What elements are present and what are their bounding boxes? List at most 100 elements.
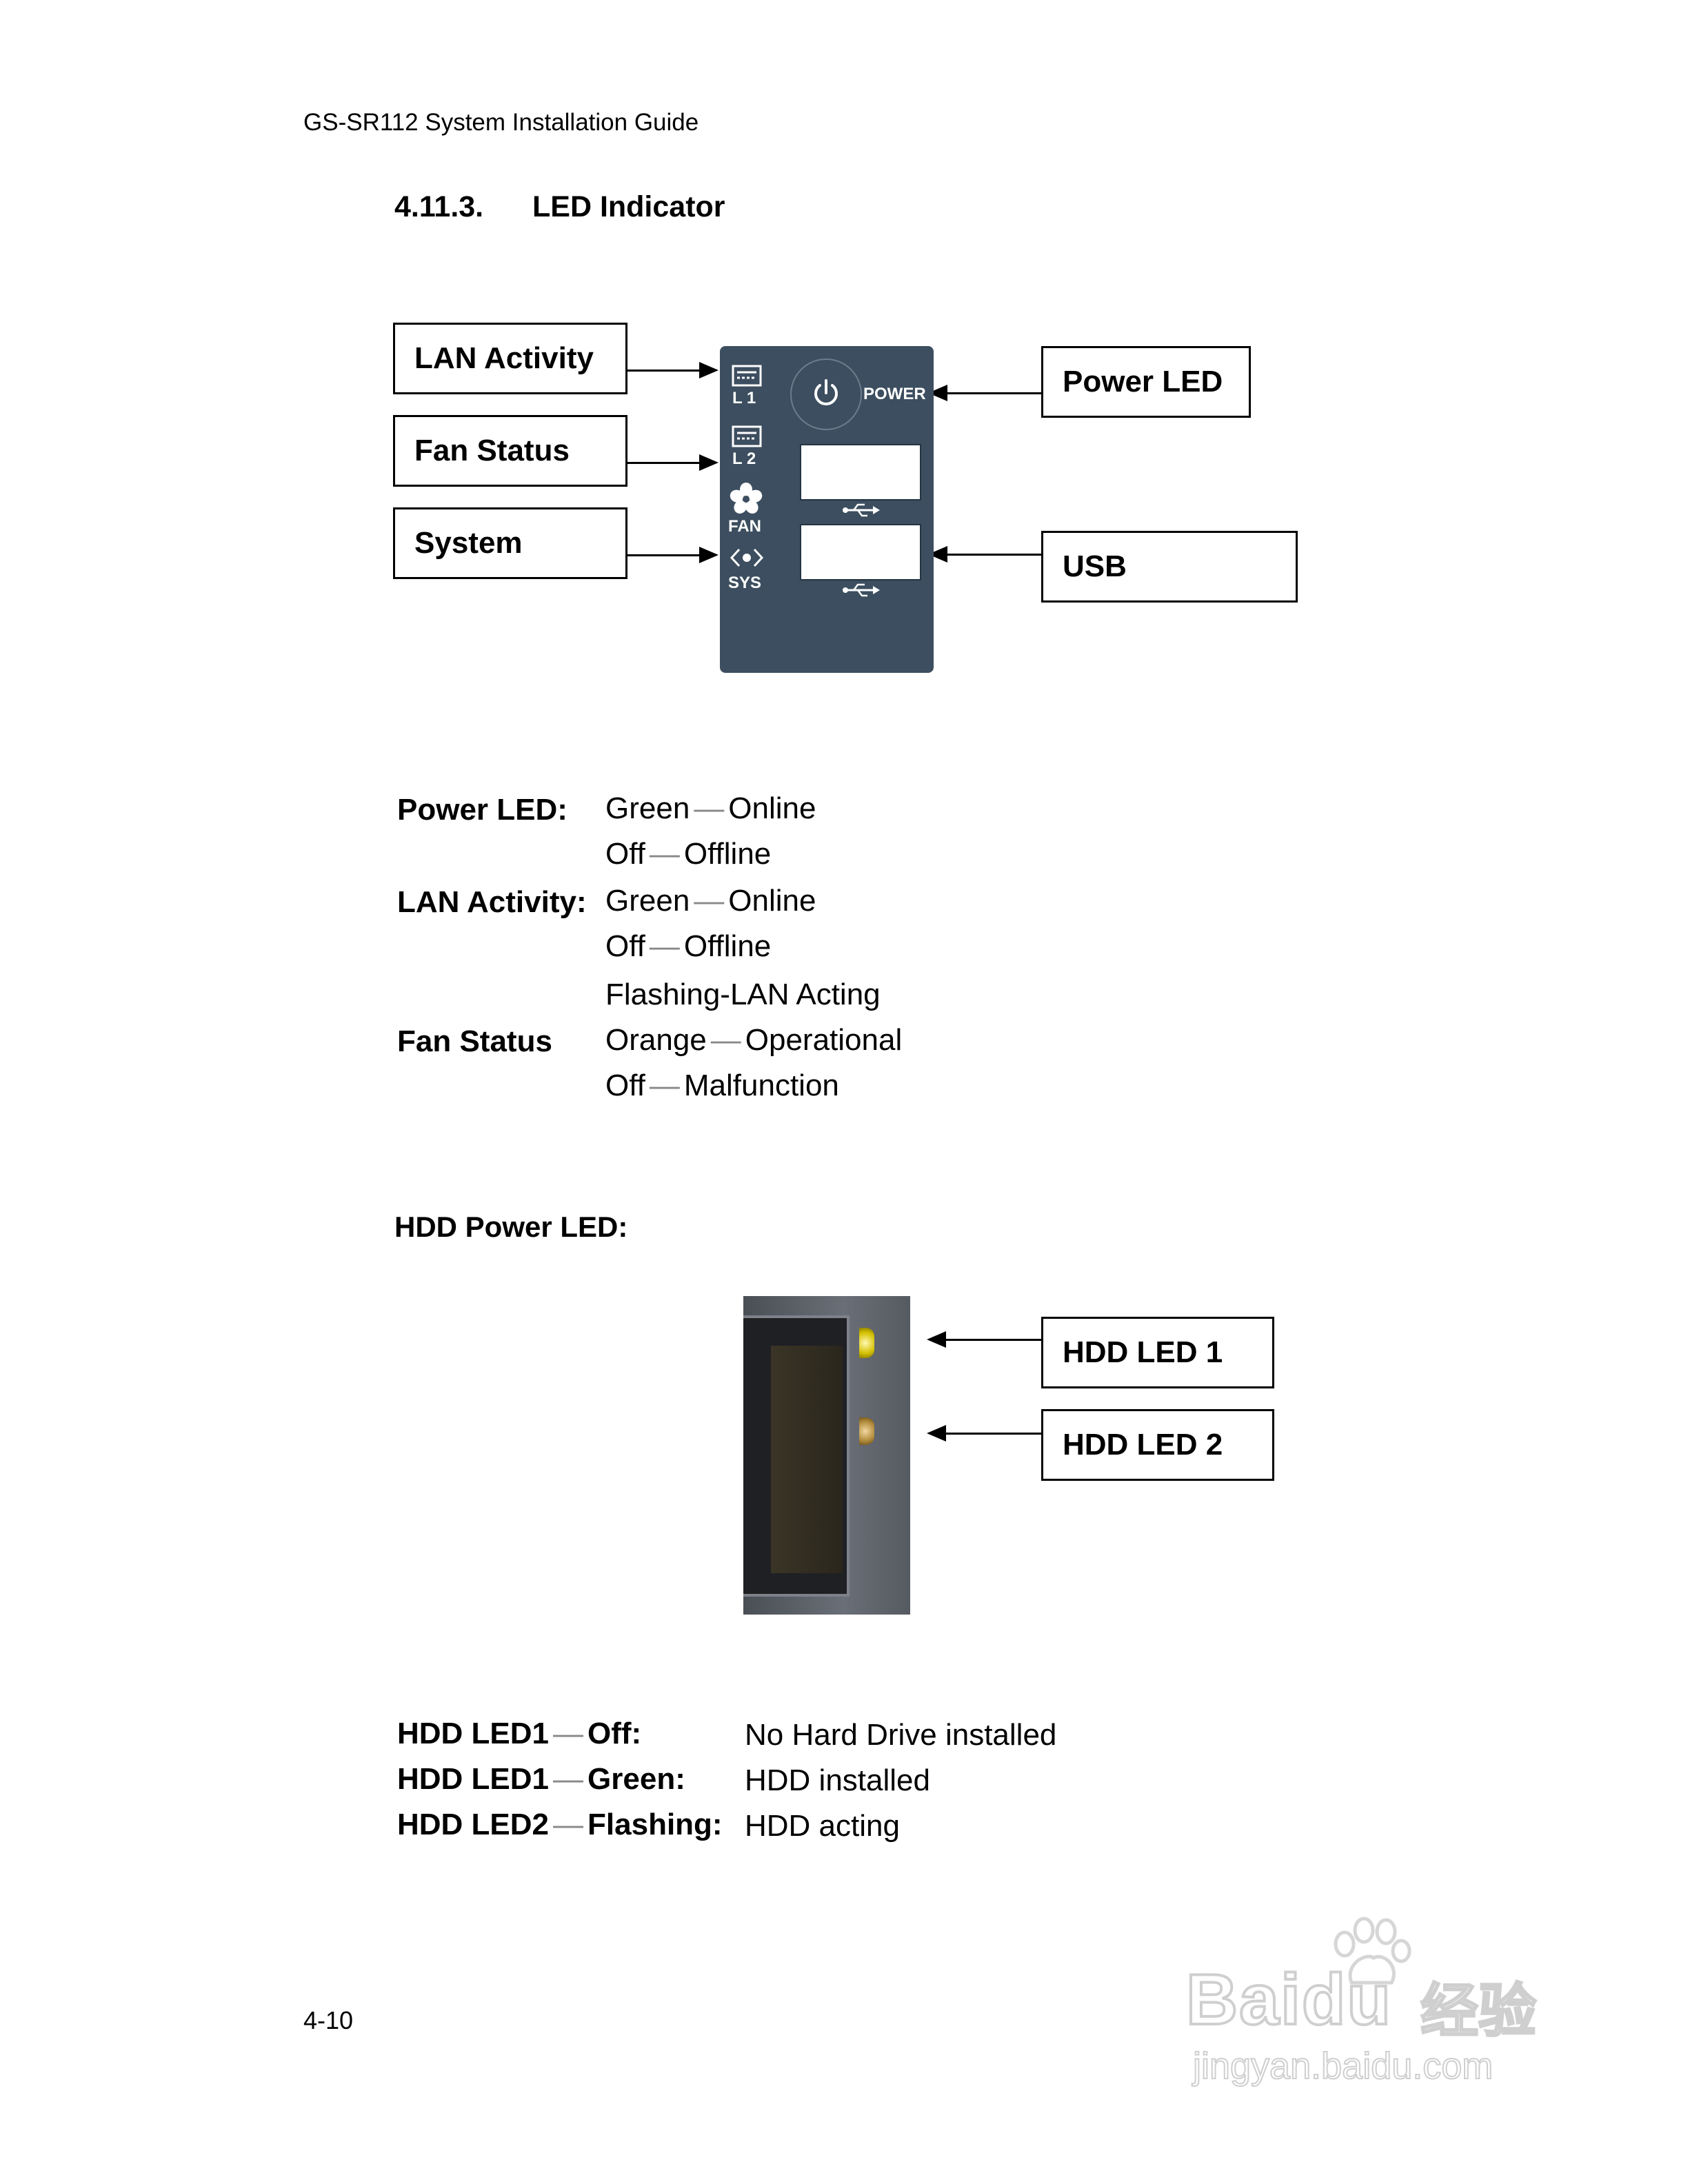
watermark-url: jingyan.baidu.com <box>1192 2045 1494 2087</box>
hdd-led-1-light <box>859 1328 874 1358</box>
arrow-line-fan <box>627 462 701 464</box>
fan-icon <box>730 483 763 514</box>
callout-lan-activity-label: LAN Activity <box>414 341 594 375</box>
callout-fan-status-label: Fan Status <box>414 434 570 467</box>
dash: — <box>710 1023 741 1057</box>
arrow-head-hdd-led-2 <box>927 1425 946 1442</box>
lan-activity-key: LAN Activity: <box>397 885 587 919</box>
section-title: LED Indicator <box>532 190 725 223</box>
hdd-row-3-key: HDD LED2—Flashing: <box>397 1808 723 1842</box>
lan-state: Green <box>605 884 690 918</box>
lan1-port-icon <box>732 365 762 387</box>
dash: — <box>553 1808 584 1841</box>
power-icon <box>814 379 838 405</box>
section-number: 4.11.3. <box>394 190 484 223</box>
hdd-row-2-key: HDD LED1—Green: <box>397 1762 685 1797</box>
lan2-port-icon <box>732 425 762 447</box>
callout-usb-label: USB <box>1063 549 1127 583</box>
page-number: 4-10 <box>303 2006 354 2034</box>
hdd-led-2-light <box>859 1417 874 1445</box>
fan-label: FAN <box>728 517 761 536</box>
dash: — <box>649 1069 680 1102</box>
power-led-line-1: Green—Online <box>605 791 816 826</box>
arrow-line-lan <box>627 370 701 372</box>
fan-state: Orange <box>605 1023 707 1057</box>
usb-icon-2 <box>843 583 880 597</box>
callout-system: System <box>393 507 627 579</box>
fan-state: Off <box>605 1069 645 1102</box>
dash: — <box>553 1717 584 1750</box>
arrow-line-hdd-led-1 <box>945 1339 1041 1341</box>
callout-hdd-led-2: HDD LED 2 <box>1041 1409 1274 1481</box>
dash: — <box>649 837 680 871</box>
arrow-line-system <box>627 554 701 556</box>
lan1-label: L 1 <box>732 389 756 407</box>
arrow-head-fan <box>699 454 719 471</box>
usb-port-1[interactable] <box>800 444 921 501</box>
led-panel: L 1 L 2 FAN SYS <box>720 346 934 673</box>
baidu-watermark: Baidu 经验 jingyan.baidu.com <box>1185 1917 1586 2096</box>
sys-label: SYS <box>728 574 762 592</box>
power-led-meaning: Online <box>728 791 816 825</box>
hdd-led-state: Green: <box>587 1762 685 1796</box>
arrow-head-system <box>699 547 719 563</box>
callout-hdd-led-1-label: HDD LED 1 <box>1063 1335 1223 1369</box>
callout-hdd-led-2-label: HDD LED 2 <box>1063 1428 1223 1462</box>
hdd-led-name: HDD LED2 <box>397 1808 550 1841</box>
power-led-line-2: Off—Offline <box>605 837 771 871</box>
hdd-bay-photo <box>743 1296 910 1615</box>
callout-power-led-label: Power LED <box>1063 365 1223 398</box>
hdd-led-name: HDD LED1 <box>397 1762 550 1796</box>
dash: — <box>649 929 680 963</box>
hdd-row-1-key: HDD LED1—Off: <box>397 1717 641 1751</box>
lan-activity-line-2: Off—Offline <box>605 929 771 964</box>
callout-fan-status: Fan Status <box>393 415 627 487</box>
power-label: POWER <box>863 385 926 403</box>
callout-power-led: Power LED <box>1041 346 1251 418</box>
dash: — <box>694 791 725 825</box>
power-led-meaning: Offline <box>683 837 772 871</box>
fan-meaning: Operational <box>745 1023 903 1057</box>
fan-status-key: Fan Status <box>397 1024 552 1058</box>
power-button[interactable] <box>790 358 862 430</box>
hdd-row-1-value: No Hard Drive installed <box>745 1718 1057 1752</box>
callout-lan-activity: LAN Activity <box>393 323 627 394</box>
power-led-state: Green <box>605 791 690 825</box>
callout-hdd-led-1: HDD LED 1 <box>1041 1317 1274 1388</box>
power-led-state: Off <box>605 837 645 871</box>
system-icon <box>730 548 764 567</box>
drive-tray-slot <box>743 1315 850 1597</box>
watermark-cn: 经验 <box>1419 1978 1537 2045</box>
hdd-section-title: HDD Power LED: <box>394 1211 628 1243</box>
arrow-head-lan <box>699 362 719 378</box>
usb-port-2[interactable] <box>800 524 921 580</box>
drive-tray-inner <box>771 1346 843 1573</box>
lan-activity-line-3: Flashing-LAN Acting <box>605 978 881 1011</box>
fan-meaning: Malfunction <box>683 1069 839 1102</box>
lan-meaning: Offline <box>683 929 772 963</box>
dash: — <box>694 884 725 918</box>
hdd-led-state: Flashing: <box>587 1808 723 1841</box>
usb-icon-1 <box>843 503 880 517</box>
lan2-label: L 2 <box>732 449 756 468</box>
arrow-head-hdd-led-1 <box>927 1331 946 1348</box>
dash: — <box>553 1762 584 1796</box>
running-header: GS-SR112 System Installation Guide <box>303 109 699 136</box>
hdd-row-3-value: HDD acting <box>745 1809 900 1843</box>
watermark-brand: Baidu <box>1185 1959 1392 2041</box>
lan-meaning: Online <box>728 884 816 918</box>
arrow-line-power <box>946 392 1041 394</box>
lan-state: Off <box>605 929 645 963</box>
callout-system-label: System <box>414 526 523 560</box>
arrow-line-usb <box>946 554 1041 556</box>
callout-usb: USB <box>1041 531 1298 603</box>
lan-activity-line-1: Green—Online <box>605 884 816 918</box>
power-led-key: Power LED: <box>397 793 567 827</box>
hdd-row-2-value: HDD installed <box>745 1763 930 1797</box>
arrow-line-hdd-led-2 <box>945 1433 1041 1435</box>
hdd-led-state: Off: <box>587 1717 642 1750</box>
hdd-led-name: HDD LED1 <box>397 1717 550 1750</box>
fan-status-line-1: Orange—Operational <box>605 1023 902 1058</box>
paw-logo-icon <box>1334 1917 1411 1985</box>
fan-status-line-2: Off—Malfunction <box>605 1069 839 1103</box>
